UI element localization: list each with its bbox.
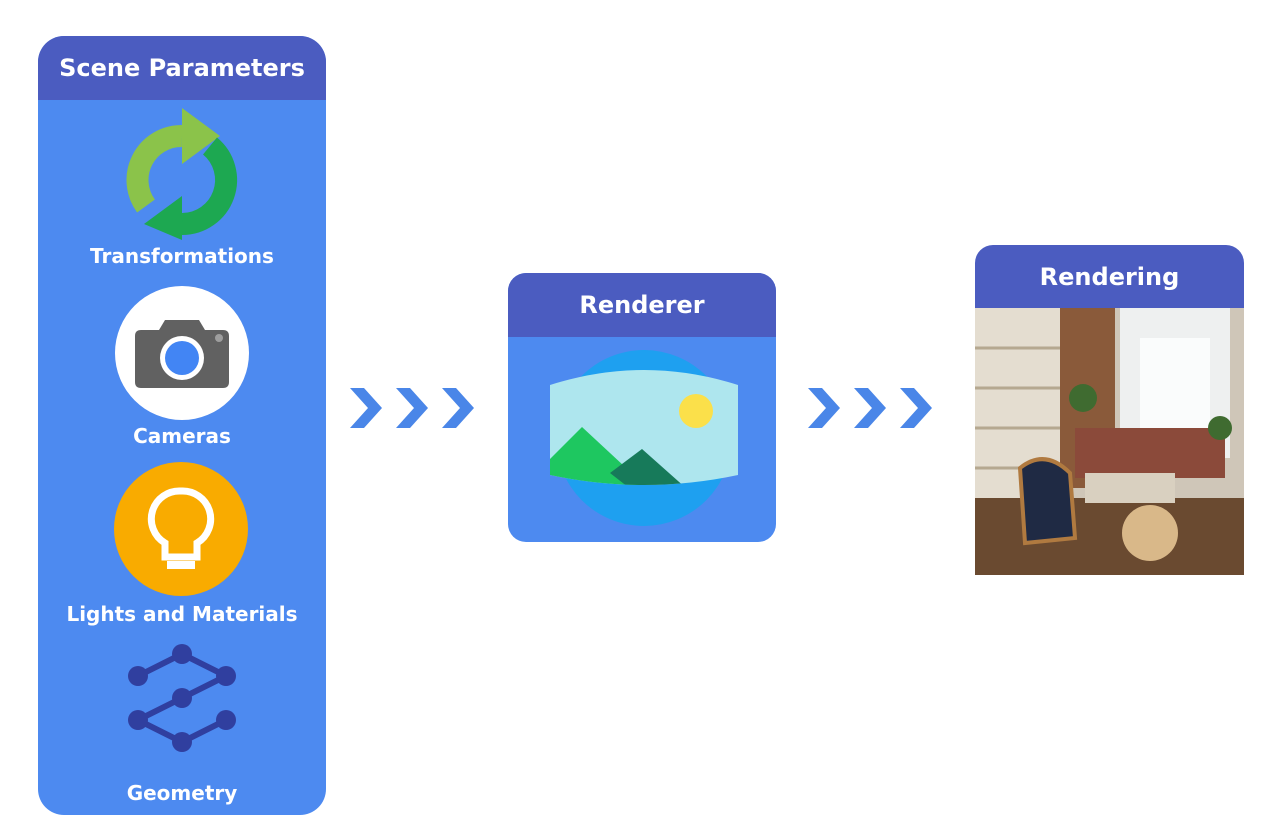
- arrow-chevrons-2: [808, 388, 932, 428]
- panorama-landscape-icon: [550, 350, 738, 526]
- refresh-arrows-icon: [126, 108, 238, 240]
- arrow-chevrons-1: [350, 388, 474, 428]
- rendering-panel: Rendering: [975, 245, 1244, 575]
- chevron-right-icon: [854, 388, 886, 428]
- chevron-right-icon: [396, 388, 428, 428]
- lights-and-materials-label: Lights and Materials: [66, 602, 298, 626]
- chevron-right-icon: [350, 388, 382, 428]
- lightbulb-icon: [114, 462, 248, 596]
- chevron-right-icon: [900, 388, 932, 428]
- scene-parameters-title: Scene Parameters: [38, 36, 326, 100]
- rendering-title: Rendering: [975, 245, 1244, 308]
- cameras-label: Cameras: [133, 424, 231, 448]
- renderer-title: Renderer: [508, 273, 776, 337]
- rendered-image: [975, 308, 1244, 575]
- camera-icon: [115, 286, 249, 420]
- renderer-panel: Renderer: [508, 273, 776, 542]
- chevron-right-icon: [442, 388, 474, 428]
- chevron-right-icon: [808, 388, 840, 428]
- scene-parameters-panel: Scene Parameters Transformations Cameras…: [38, 36, 326, 815]
- transformations-label: Transformations: [90, 244, 274, 268]
- geometry-label: Geometry: [126, 781, 238, 805]
- mesh-graph-icon: [128, 644, 236, 752]
